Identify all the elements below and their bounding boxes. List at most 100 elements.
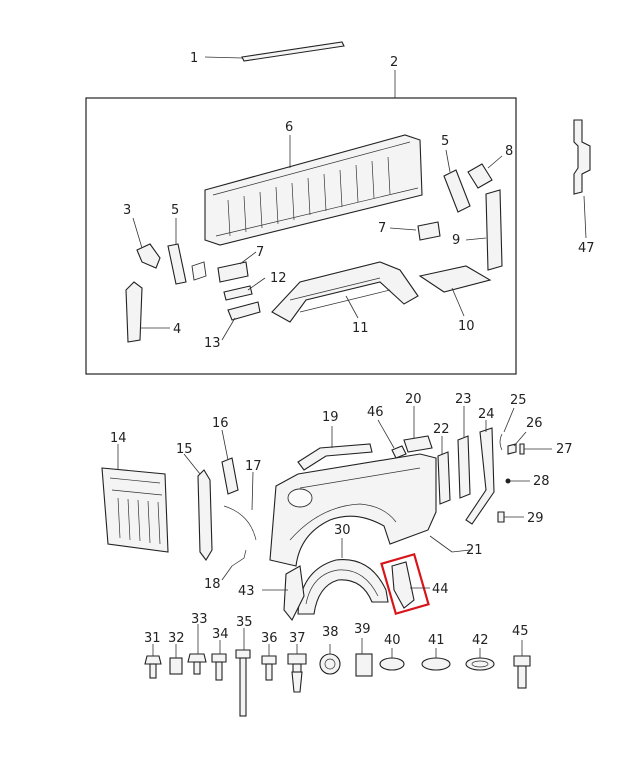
callout-14: 14 <box>110 431 127 446</box>
callout-10: 10 <box>458 319 475 334</box>
callout-8: 8 <box>505 144 513 159</box>
part-16-bracket <box>221 429 239 495</box>
part-42-plug <box>465 648 495 671</box>
callout-15: 15 <box>176 442 193 457</box>
callout-6: 6 <box>285 120 293 135</box>
part-27-screw <box>519 443 552 455</box>
callout-27: 27 <box>556 442 573 457</box>
part-20-cap <box>403 406 433 453</box>
bed-side-panel <box>269 453 471 567</box>
callout-47: 47 <box>578 241 595 256</box>
part-5-left-bracket <box>167 218 187 285</box>
callout-37: 37 <box>289 631 306 646</box>
part-36-bolt <box>261 644 277 681</box>
part-23-bracket <box>457 406 471 499</box>
callout-11: 11 <box>352 321 369 336</box>
part-8-bracket <box>467 155 503 189</box>
part-43-splash-guard <box>262 565 305 622</box>
callout-21: 21 <box>466 543 483 558</box>
callout-3: 3 <box>123 203 131 218</box>
part-31-bolt <box>144 644 162 679</box>
callout-30: 30 <box>334 523 351 538</box>
part-45-bolt <box>513 640 531 689</box>
part-39-clip <box>355 638 373 677</box>
part-19-rail <box>297 426 373 471</box>
callout-24: 24 <box>478 407 495 422</box>
callout-5-right: 5 <box>441 134 449 149</box>
callout-45: 45 <box>512 624 529 639</box>
callout-16: 16 <box>212 416 229 431</box>
part-10-plate <box>418 265 492 317</box>
part-32-nut <box>169 644 183 675</box>
part-33-bolt <box>187 624 207 675</box>
callout-43: 43 <box>238 584 255 599</box>
part-17-wire <box>223 471 257 541</box>
part-25-clip <box>499 407 515 451</box>
part-30-wheelhouse-liner <box>297 538 389 615</box>
callout-35: 35 <box>236 615 253 630</box>
callout-9: 9 <box>452 233 460 248</box>
callout-44: 44 <box>432 582 449 597</box>
part-13-bracket <box>221 301 261 341</box>
part-28-dot <box>505 478 530 484</box>
part-44-splash-guard <box>380 552 430 616</box>
callout-28: 28 <box>533 474 550 489</box>
callout-40: 40 <box>384 633 401 648</box>
callout-4: 4 <box>173 322 181 337</box>
callout-25: 25 <box>510 393 527 408</box>
callout-38: 38 <box>322 625 339 640</box>
callout-7-left: 7 <box>256 245 264 260</box>
part-15-cable <box>183 453 213 561</box>
callout-2: 2 <box>390 55 398 70</box>
part-24-rail <box>465 420 495 525</box>
callout-31: 31 <box>144 631 161 646</box>
assembly-frame <box>85 97 517 375</box>
callout-36: 36 <box>261 631 278 646</box>
part-46-clip <box>377 419 407 459</box>
callout-22: 22 <box>433 422 450 437</box>
callout-17: 17 <box>245 459 262 474</box>
part-35-long-bolt <box>235 628 251 717</box>
part-7-right-plate <box>389 221 441 241</box>
callout-41: 41 <box>428 633 445 648</box>
callout-46: 46 <box>367 405 384 420</box>
callout-7-right: 7 <box>378 221 386 236</box>
callout-20: 20 <box>405 392 422 407</box>
callout-18: 18 <box>204 577 221 592</box>
callout-34: 34 <box>212 627 229 642</box>
part-38-grommet <box>319 644 341 675</box>
callout-1: 1 <box>190 51 198 66</box>
part-47-bracket <box>573 119 591 239</box>
part-18-clip <box>221 549 247 581</box>
part-29-clip <box>497 511 524 523</box>
callout-23: 23 <box>455 392 472 407</box>
small-clip <box>191 261 207 281</box>
callout-42: 42 <box>472 633 489 648</box>
callout-12: 12 <box>270 271 287 286</box>
part-12-bracket <box>223 277 266 301</box>
highlight-box <box>380 552 430 616</box>
part-7-left-plate <box>217 251 257 283</box>
callout-39: 39 <box>354 622 371 637</box>
part-22-bracket <box>437 436 451 505</box>
part-1-strip <box>204 41 345 62</box>
part-11-floor-crossmember <box>271 261 419 323</box>
part-6-front-panel <box>204 134 423 246</box>
callout-32: 32 <box>168 631 185 646</box>
callout-5-left: 5 <box>171 203 179 218</box>
part-34-bolt <box>211 640 227 681</box>
callout-33: 33 <box>191 612 208 627</box>
part-40-plug <box>379 648 405 671</box>
part-4-pillar <box>125 281 170 343</box>
part-41-plug <box>421 648 451 671</box>
callout-19: 19 <box>322 410 339 425</box>
part-9-panel <box>465 189 503 271</box>
callout-13: 13 <box>204 336 221 351</box>
part-5-right-bracket <box>443 149 471 213</box>
part-26-clip <box>507 431 527 455</box>
callout-29: 29 <box>527 511 544 526</box>
callout-26: 26 <box>526 416 543 431</box>
part-3-bracket <box>132 217 161 269</box>
part-37-bolt <box>287 644 307 693</box>
